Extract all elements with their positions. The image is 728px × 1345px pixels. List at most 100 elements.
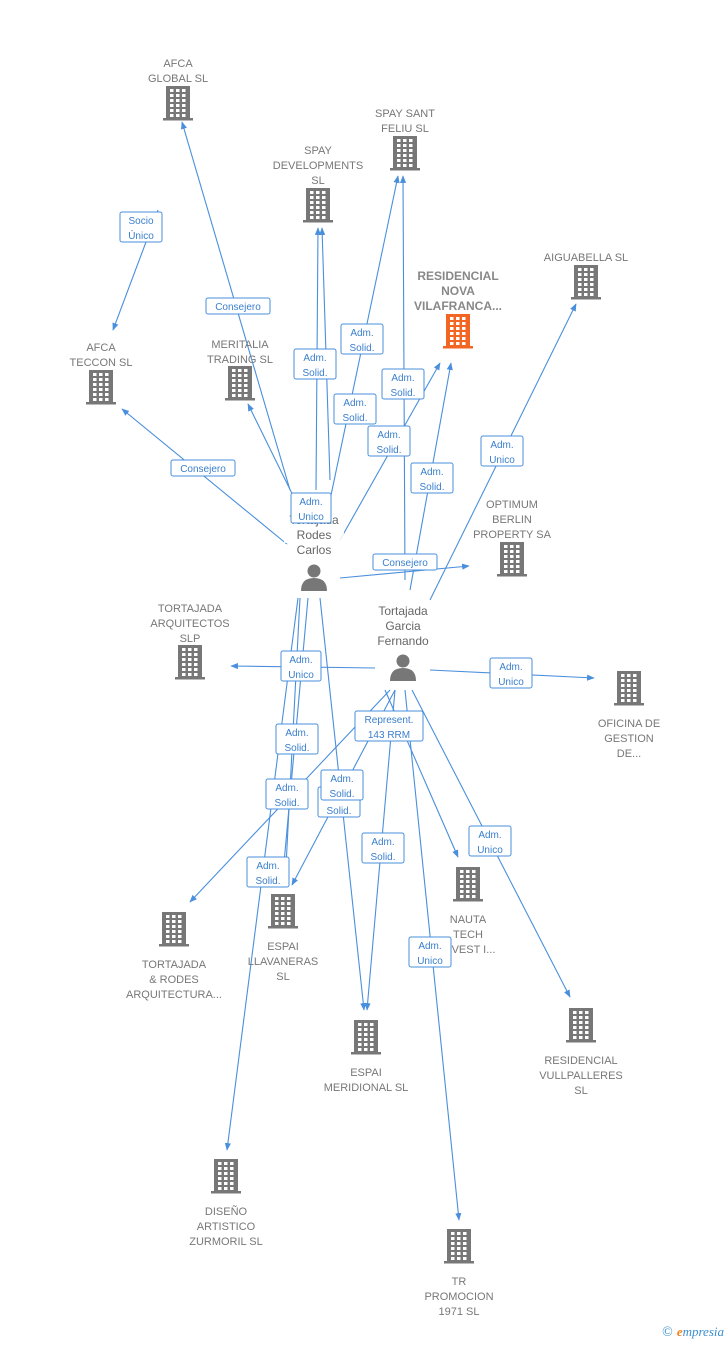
building-icon[interactable] [86, 370, 116, 405]
building-icon[interactable] [443, 314, 473, 349]
building-icon[interactable] [175, 645, 205, 680]
relation-label[interactable]: Adm.Unico [480, 435, 524, 467]
relation-label[interactable]: Adm.Solid. [381, 368, 425, 400]
building-icon[interactable] [444, 1229, 474, 1264]
company-label: GESTION [604, 733, 654, 745]
relation-label-text: Unico [489, 455, 515, 466]
building-icon[interactable] [225, 366, 255, 401]
relation-label-text: Adm. [420, 467, 443, 478]
building-icon[interactable] [351, 1020, 381, 1055]
relation-label-box [119, 211, 163, 243]
relation-label-box [280, 650, 322, 682]
building-icon[interactable] [566, 1008, 596, 1043]
person-icon[interactable] [390, 654, 416, 682]
building-icon[interactable] [268, 894, 298, 929]
building-icon[interactable] [571, 265, 601, 300]
relation-label-box [361, 832, 405, 864]
relation-label-box [275, 723, 319, 755]
relation-label-text: Solid. [284, 743, 309, 754]
relation-label-box [205, 297, 271, 315]
relation-label-text: Represent. [365, 715, 414, 726]
company-label: INVEST I... [441, 944, 496, 956]
relation-label-text: Adm. [299, 497, 322, 508]
relation-label-text: Adm. [285, 728, 308, 739]
relation-label[interactable]: Adm.Unico [489, 657, 533, 689]
relation-label[interactable]: Adm. Unico [280, 650, 322, 682]
relation-label[interactable]: Adm.Unico [290, 492, 332, 524]
person-icon[interactable] [301, 564, 327, 592]
company-label: SL [276, 971, 289, 983]
relation-label-text: Solid. [376, 445, 401, 456]
company-node-oficina[interactable]: OFICINA DEGESTIONDE... [598, 671, 660, 760]
relation-label-text: Solid. [390, 388, 415, 399]
relation-label[interactable]: Adm.Solid. [333, 393, 377, 425]
company-label: PROMOCION [424, 1291, 493, 1303]
company-label: TORTAJADA [142, 959, 207, 971]
building-icon[interactable] [497, 542, 527, 577]
building-icon[interactable] [163, 86, 193, 121]
relation-label[interactable]: Adm.Solid. [340, 323, 384, 355]
relation-label[interactable]: Adm.Solid. [293, 348, 337, 380]
company-label: BERLIN [492, 514, 532, 526]
relation-label-box [290, 492, 332, 524]
relation-label[interactable]: Adm. Unico [408, 936, 452, 968]
relation-label[interactable]: Adm.Solid. [410, 462, 454, 494]
company-label: TR [452, 1276, 467, 1288]
company-node-residencial-nova[interactable]: RESIDENCIALNOVAVILAFRANCA... [414, 269, 502, 349]
relation-label-text: Adm. [256, 861, 279, 872]
relation-label-text: Adm. [289, 655, 312, 666]
building-icon[interactable] [303, 188, 333, 223]
relation-label-text: Adm. [499, 662, 522, 673]
relation-label[interactable]: Adm.Solid. [361, 832, 405, 864]
relation-label[interactable]: Adm.Solid. [265, 778, 309, 810]
company-label: RESIDENCIAL [544, 1055, 617, 1067]
relation-label-text: Adm. [371, 837, 394, 848]
building-icon[interactable] [159, 912, 189, 947]
relation-label-text: Solid. [342, 413, 367, 424]
relation-label-text: Unico [477, 845, 503, 856]
relation-label[interactable]: Adm.Solid. [367, 425, 411, 457]
company-label: SL [574, 1085, 587, 1097]
person-label: Rodes [297, 528, 332, 542]
relation-label-text: Unico [288, 670, 314, 681]
company-label: PROPERTY SA [473, 529, 552, 541]
relation-label[interactable]: Represent.143 RRM [354, 710, 424, 742]
building-icon[interactable] [614, 671, 644, 706]
building-icon[interactable] [453, 867, 483, 902]
relation-label[interactable]: Consejero [170, 459, 236, 477]
relation-label-text: Solid. [329, 789, 354, 800]
company-label: & RODES [149, 974, 199, 986]
relation-label-box [246, 856, 290, 888]
building-icon[interactable] [211, 1159, 241, 1194]
company-node-tortajada-rodes[interactable]: TORTAJADA& RODESARQUITECTURA... [126, 912, 222, 1001]
relation-label-text: Adm. [418, 941, 441, 952]
relation-label-text: Adm. [350, 328, 373, 339]
relation-label[interactable]: Consejero [372, 553, 438, 571]
company-node-aiguabella[interactable]: AIGUABELLA SL [544, 252, 628, 300]
relation-label[interactable]: Adm.Solid. [246, 856, 290, 888]
building-icon[interactable] [390, 136, 420, 171]
relation-label[interactable]: Consejero [205, 297, 271, 315]
relation-label[interactable]: Adm. Solid. [275, 723, 319, 755]
relation-label[interactable]: Adm.Unico [468, 825, 512, 857]
relation-label-text: Unico [417, 956, 443, 967]
relation-label[interactable]: Adm.Solid. [320, 769, 364, 801]
company-label: DE... [617, 748, 641, 760]
person-node-p1[interactable]: TortajadaRodesCarlos [284, 513, 344, 591]
company-label: MERIDIONAL SL [324, 1082, 409, 1094]
